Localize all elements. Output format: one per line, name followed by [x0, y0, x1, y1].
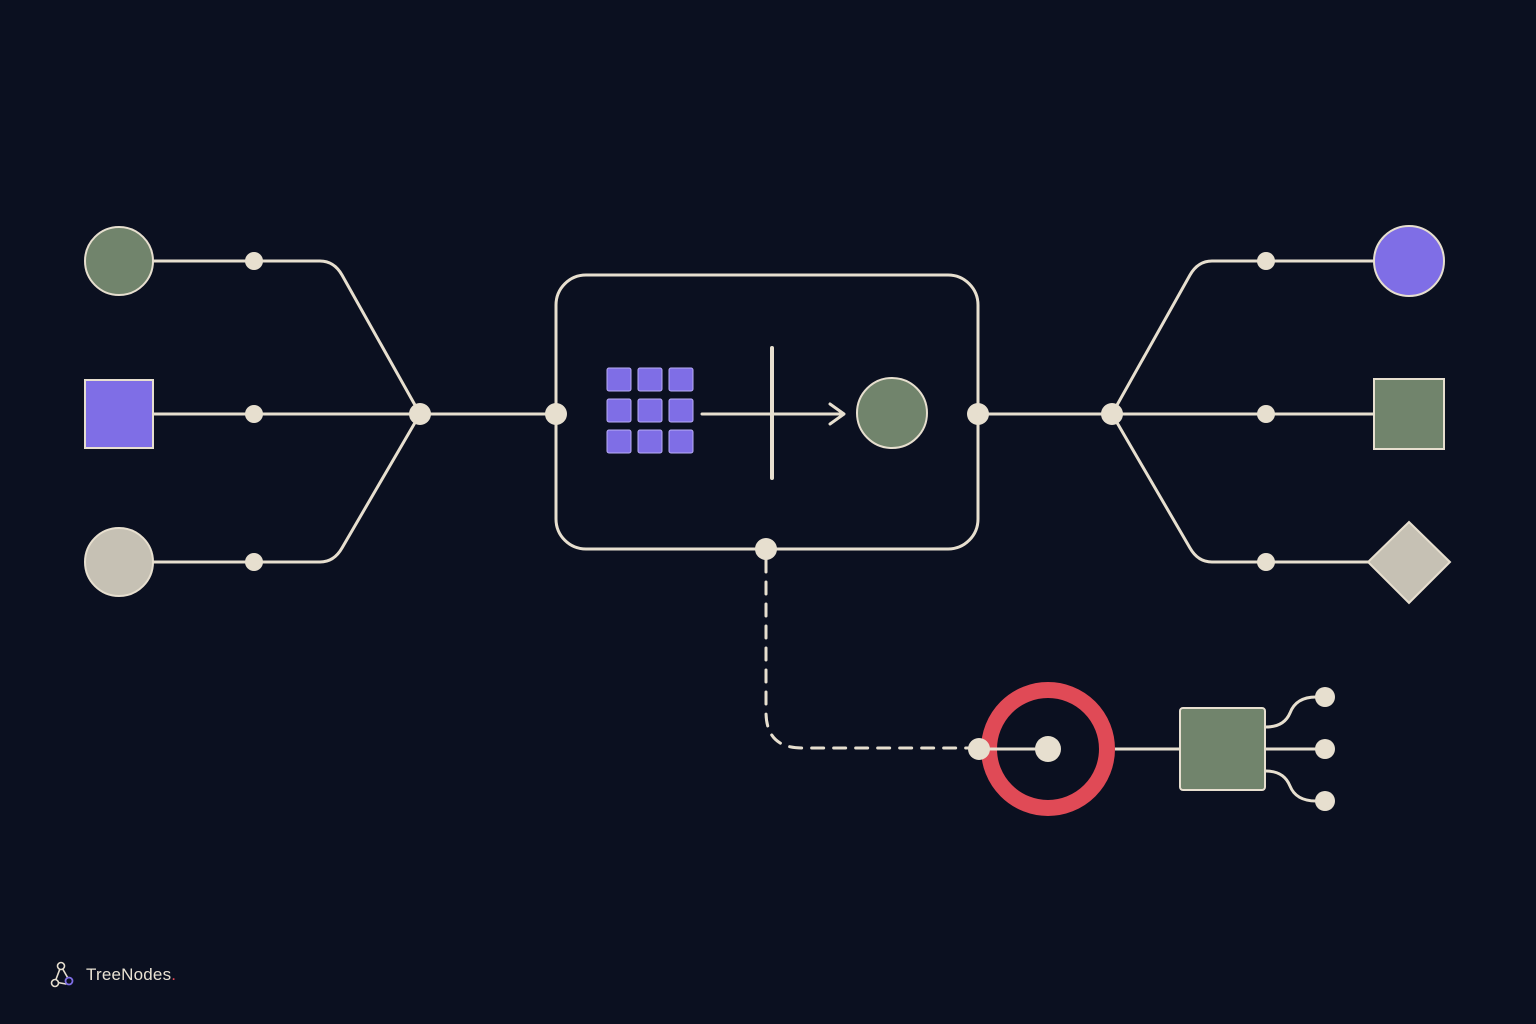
- lower-sage-node[interactable]: [1179, 707, 1266, 791]
- ring-center-dot: [1035, 736, 1061, 762]
- right-output-lines: [976, 259, 1376, 564]
- junction-dot: [245, 252, 263, 270]
- input-node-stone-circle[interactable]: [84, 527, 154, 597]
- process-result-circle[interactable]: [856, 377, 928, 449]
- connector-top-left: [150, 259, 422, 416]
- input-node-sage-circle[interactable]: [84, 226, 154, 296]
- connector-bottom-left: [150, 412, 422, 564]
- junction-dot: [245, 405, 263, 423]
- fanout-end-dot[interactable]: [1315, 687, 1335, 707]
- brand: TreeNodes.: [48, 960, 176, 990]
- process-input-port: [545, 403, 567, 425]
- ring-entry-dot: [968, 738, 990, 760]
- logo-nodes-icon: [50, 961, 74, 988]
- brand-dot: .: [171, 965, 176, 984]
- connector-top-right: [1110, 259, 1376, 416]
- junction-dot: [1257, 252, 1275, 270]
- output-node-purple-circle[interactable]: [1373, 225, 1445, 297]
- fanout-end-dot[interactable]: [1315, 791, 1335, 811]
- left-input-lines: [150, 259, 558, 564]
- junction-dot: [1257, 553, 1275, 571]
- input-node-purple-square[interactable]: [84, 379, 154, 449]
- junction-dot: [245, 553, 263, 571]
- grid-icon: [606, 367, 694, 454]
- junction-dot: [1257, 405, 1275, 423]
- connector-bottom-right: [1110, 412, 1370, 564]
- split-dot: [1101, 403, 1123, 425]
- fanout-end-dot[interactable]: [1315, 739, 1335, 759]
- brand-name: TreeNodes: [86, 965, 172, 984]
- dashed-connector: [764, 558, 970, 750]
- output-node-sage-square[interactable]: [1373, 378, 1445, 450]
- output-node-stone-diamond[interactable]: [1366, 520, 1452, 605]
- merge-dot: [409, 403, 431, 425]
- process-bottom-port: [755, 538, 777, 560]
